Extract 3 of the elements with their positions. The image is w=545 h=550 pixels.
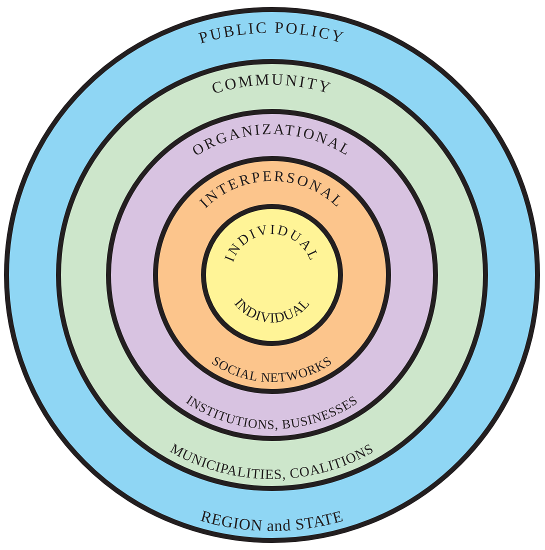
- ring-label: COMMUNITY: [210, 72, 334, 98]
- ring-label: PUBLIC POLICY: [197, 20, 347, 48]
- ring-label: REGION and STATE: [198, 508, 346, 536]
